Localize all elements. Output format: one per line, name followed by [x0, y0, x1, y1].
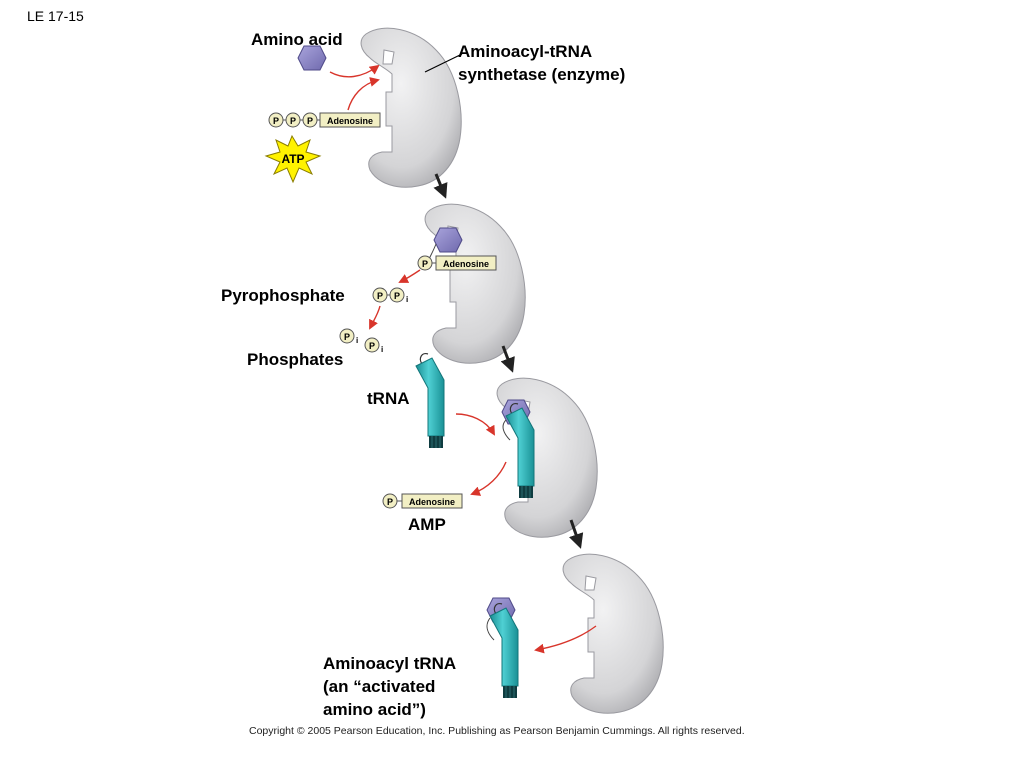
svg-text:i: i — [356, 336, 358, 345]
svg-text:ATP: ATP — [281, 152, 304, 166]
release-arrow — [534, 625, 597, 654]
enzyme-label-line2: synthetase (enzyme) — [458, 65, 626, 84]
amino-acid-stage2 — [433, 227, 463, 253]
aminoacyl-link-stage4 — [486, 617, 495, 641]
enzyme-stage1 — [360, 27, 462, 188]
amp-molecule: P Adenosine — [382, 493, 463, 509]
phosphate-2: P i — [364, 337, 383, 354]
step-arrow-1 — [433, 173, 448, 199]
amino-acid-arrow — [329, 64, 380, 78]
svg-text:P: P — [422, 259, 428, 269]
trna-free — [415, 353, 445, 449]
copyright-notice: Copyright © 2005 Pearson Education, Inc.… — [249, 725, 745, 737]
svg-text:P: P — [394, 291, 400, 301]
svg-text:P: P — [387, 497, 393, 507]
atp-arrow — [347, 77, 380, 111]
phosphate-1: P i — [339, 328, 358, 345]
amp-label: AMP — [408, 515, 446, 534]
aminoacyl-amp-stage2: P Adenosine — [417, 255, 497, 271]
svg-text:P: P — [307, 116, 313, 126]
svg-text:Adenosine: Adenosine — [327, 116, 373, 126]
atp-star: ATP — [264, 134, 322, 184]
aminoacyl-trna-product — [489, 603, 519, 699]
product-label-line2: (an “activated — [323, 677, 436, 696]
product-label-line3: amino acid”) — [323, 700, 426, 719]
pyrophosphate-arrow — [398, 269, 421, 283]
product-label-line1: Aminoacyl tRNA — [323, 654, 457, 673]
step-arrow-2 — [500, 345, 515, 373]
svg-text:P: P — [377, 291, 383, 301]
pyrophosphate-molecule: P P i — [372, 287, 408, 304]
svg-text:P: P — [290, 116, 296, 126]
enzyme-stage4 — [562, 553, 664, 714]
aminoacyl-link-stage3 — [502, 419, 511, 441]
svg-text:Adenosine: Adenosine — [443, 259, 489, 269]
phosphates-arrow — [369, 305, 381, 330]
svg-text:Adenosine: Adenosine — [409, 497, 455, 507]
phosphates-label: Phosphates — [247, 350, 344, 369]
svg-text:P: P — [273, 116, 279, 126]
svg-text:P: P — [369, 341, 375, 351]
amino-acid-label: Amino acid — [251, 30, 343, 49]
figure-id: LE 17-15 — [27, 8, 84, 24]
svg-text:i: i — [381, 345, 383, 354]
pyrophosphate-label: Pyrophosphate — [221, 286, 345, 305]
svg-text:P: P — [344, 332, 350, 342]
trna-arrow — [455, 413, 495, 436]
trna-label: tRNA — [367, 389, 410, 408]
enzyme-leader-line — [424, 53, 463, 73]
atp-molecule: P P P Adenosine — [268, 112, 381, 128]
amp-arrow — [470, 461, 507, 496]
enzyme-label-line1: Aminoacyl-tRNA — [458, 42, 593, 61]
step-arrow-3 — [568, 519, 584, 549]
svg-text:i: i — [406, 295, 408, 304]
